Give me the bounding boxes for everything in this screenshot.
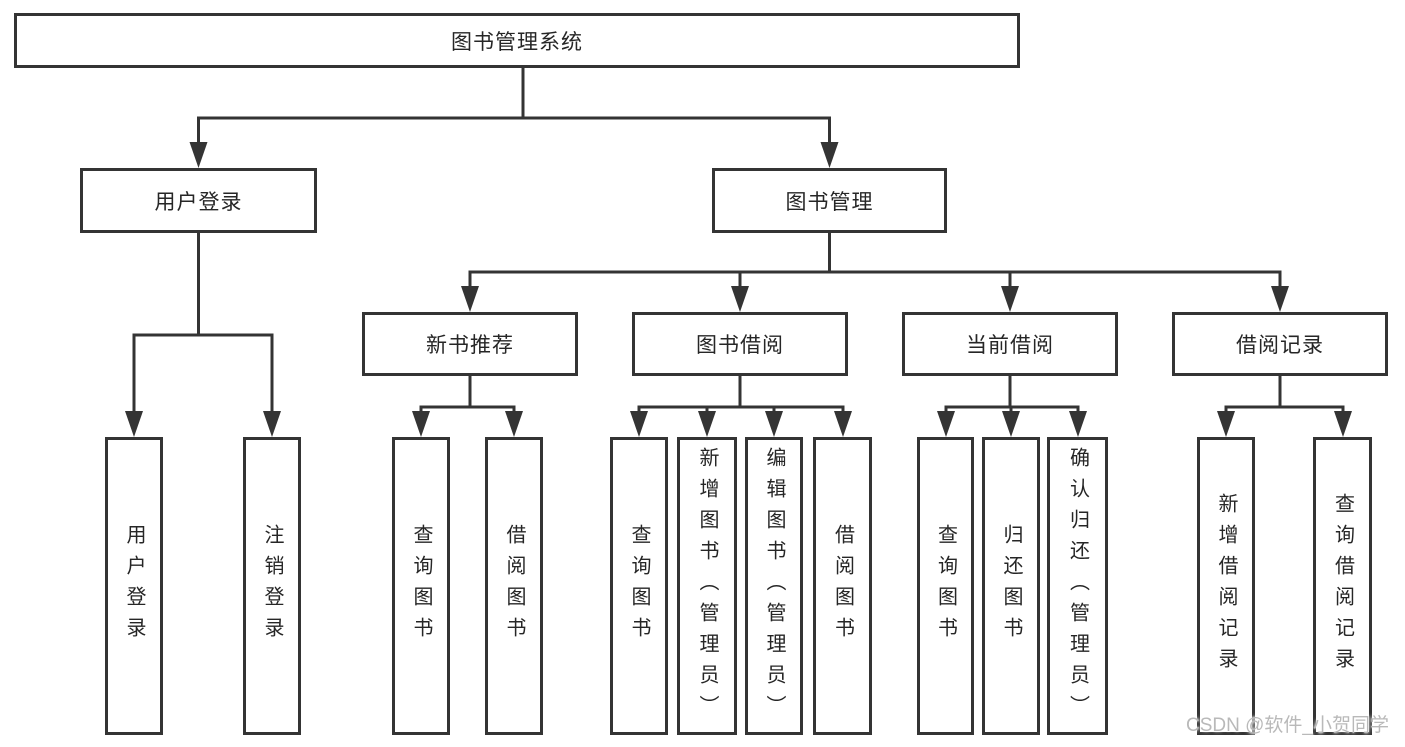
- leaf-rec-query-books: 查询图书: [392, 437, 450, 735]
- arrowhead-icon: [461, 286, 479, 312]
- connector-mgmt-to-level3: [468, 231, 1282, 290]
- leaf-cb-return-books-label: 归还图书: [1000, 524, 1022, 648]
- leaf-bb-add-books-admin: 新增图书（管理员）: [677, 437, 737, 735]
- node-current-borrow-label: 当前借阅: [966, 334, 1054, 357]
- arrowhead-icon: [731, 286, 749, 312]
- arrowhead-icon: [1001, 286, 1019, 312]
- arrowhead-icon: [1069, 411, 1087, 437]
- leaf-br-add-record-label: 新增借阅记录: [1215, 493, 1237, 679]
- leaf-logout: 注销登录: [243, 437, 301, 735]
- connector-root-to-level2: [197, 66, 831, 146]
- leaf-cb-query-books: 查询图书: [917, 437, 974, 735]
- watermark: CSDN @软件_小贺同学: [1186, 715, 1389, 736]
- arrowhead-icon: [698, 411, 716, 437]
- connector-record-to-leaves: [1224, 374, 1345, 416]
- leaf-bb-borrow-books-label: 借阅图书: [831, 524, 854, 648]
- leaf-user-login-label: 用户登录: [123, 524, 145, 648]
- node-book-borrow: 图书借阅: [632, 312, 848, 376]
- arrowhead-icon: [412, 411, 430, 437]
- leaf-user-login: 用户登录: [105, 437, 163, 735]
- leaf-br-add-record: 新增借阅记录: [1197, 437, 1255, 735]
- connector-login-to-leaves: [132, 231, 274, 415]
- leaf-bb-edit-books-admin: 编辑图书（管理员）: [745, 437, 803, 735]
- leaf-rec-borrow-books-label: 借阅图书: [503, 524, 525, 648]
- leaf-rec-borrow-books: 借阅图书: [485, 437, 543, 735]
- arrowhead-icon: [1334, 411, 1352, 437]
- leaf-cb-return-books: 归还图书: [982, 437, 1040, 735]
- leaf-bb-query-books-label: 查询图书: [628, 524, 650, 648]
- arrowhead-icon: [505, 411, 523, 437]
- leaf-cb-query-books-label: 查询图书: [934, 524, 957, 648]
- leaf-br-query-record-label: 查询借阅记录: [1331, 493, 1354, 679]
- node-root: 图书管理系统: [14, 13, 1020, 68]
- arrowhead-icon: [765, 411, 783, 437]
- node-new-book-recommend: 新书推荐: [362, 312, 578, 376]
- arrowhead-icon: [125, 411, 143, 437]
- node-new-book-recommend-label: 新书推荐: [426, 334, 514, 357]
- node-book-borrow-label: 图书借阅: [696, 334, 784, 357]
- leaf-rec-query-books-label: 查询图书: [410, 524, 432, 648]
- arrowhead-icon: [1271, 286, 1289, 312]
- arrowhead-icon: [630, 411, 648, 437]
- connector-recommend-to-leaves: [419, 374, 516, 416]
- leaf-bb-borrow-books: 借阅图书: [813, 437, 872, 735]
- leaf-bb-query-books: 查询图书: [610, 437, 668, 735]
- node-book-management-label: 图书管理: [785, 190, 874, 214]
- arrowhead-icon: [820, 142, 839, 168]
- arrowhead-icon: [1002, 411, 1020, 437]
- node-current-borrow: 当前借阅: [902, 312, 1118, 376]
- leaf-br-query-record: 查询借阅记录: [1313, 437, 1372, 735]
- node-borrow-records: 借阅记录: [1172, 312, 1388, 376]
- connector-currentborrow-to-leaves: [944, 374, 1080, 416]
- leaf-bb-edit-books-admin-label: 编辑图书（管理员）: [763, 446, 785, 726]
- node-borrow-records-label: 借阅记录: [1236, 334, 1324, 357]
- leaf-cb-confirm-return-admin: 确认归还（管理员）: [1047, 437, 1108, 735]
- connector-bookborrow-to-leaves: [637, 374, 845, 416]
- node-root-label: 图书管理系统: [451, 30, 583, 54]
- arrowhead-icon: [189, 142, 208, 168]
- node-book-management: 图书管理: [712, 168, 947, 233]
- leaf-cb-confirm-return-admin-label: 确认归还（管理员）: [1066, 446, 1089, 726]
- arrowhead-icon: [834, 411, 852, 437]
- arrowhead-icon: [263, 411, 281, 437]
- node-user-login: 用户登录: [80, 168, 317, 233]
- node-user-login-label: 用户登录: [154, 190, 243, 214]
- leaf-logout-label: 注销登录: [261, 524, 283, 648]
- arrowhead-icon: [1217, 411, 1235, 437]
- arrowhead-icon: [937, 411, 955, 437]
- leaf-bb-add-books-admin-label: 新增图书（管理员）: [696, 446, 718, 726]
